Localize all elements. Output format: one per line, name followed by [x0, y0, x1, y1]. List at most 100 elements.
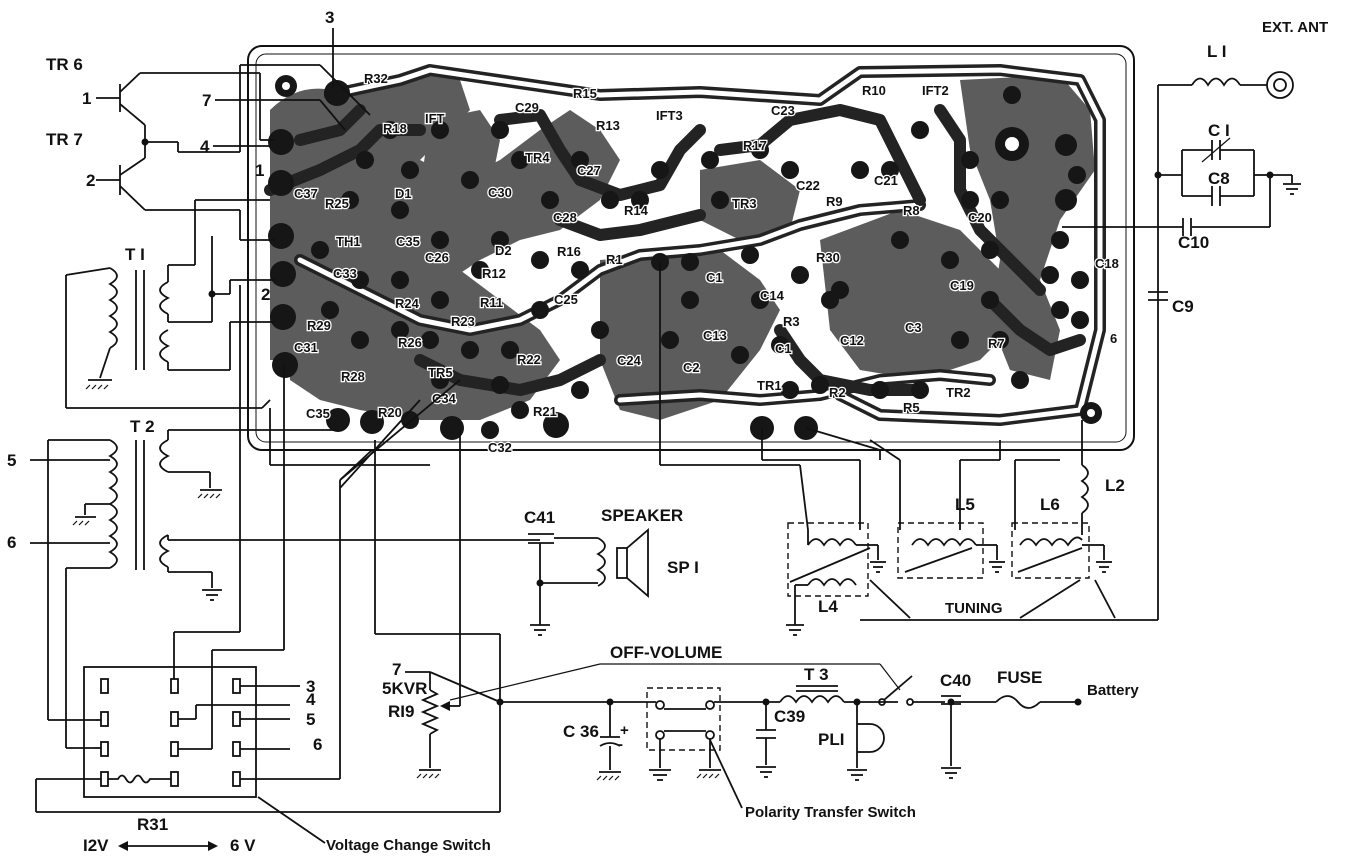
pcb-label-ift2: IFT2: [922, 83, 949, 98]
pcb-label-c37: C37: [294, 186, 318, 201]
pcb-label-tr1: TR1: [757, 378, 782, 393]
l4-label: L4: [818, 597, 838, 616]
tr7-label: TR 7: [46, 130, 83, 149]
pcb-label-r14: R14: [624, 203, 649, 218]
pcb-label-c35b: C35: [306, 406, 330, 421]
pcb-label-r26: R26: [398, 335, 422, 350]
r31-label: R31: [137, 815, 168, 834]
l2-label: L2: [1105, 476, 1125, 495]
pcb-label-r21: R21: [533, 404, 557, 419]
pcb-label-tr4: TR4: [525, 150, 550, 165]
pcb-label-r6: 6: [1110, 331, 1117, 346]
pcb-label-r9: R9: [826, 194, 843, 209]
pcb-label-c18: C18: [1095, 256, 1119, 271]
pcb-label-c28: C28: [553, 210, 577, 225]
sp1-label: SP I: [667, 558, 699, 577]
polarity-switch-label: Polarity Transfer Switch: [745, 804, 916, 821]
pcb-label-r18: R18: [383, 121, 407, 136]
pcb-label-r28: R28: [341, 369, 365, 384]
pcb-label-c21: C21: [874, 173, 898, 188]
pcb-board: R32 R15 R18 IFT C29 IFT3 C23 R10 IFT2 R1…: [247, 45, 1135, 457]
6v-label: 6 V: [230, 836, 256, 855]
pcb-label-r13: R13: [596, 118, 620, 133]
switch-terminal-4: 4: [306, 690, 316, 709]
pcb-label-r22: R22: [517, 352, 541, 367]
voltage-switch-label: Voltage Change Switch: [326, 837, 491, 854]
terminal-4: 4: [200, 137, 210, 156]
c36-label: C 36: [563, 722, 599, 741]
pcb-label-c35: C35: [396, 234, 420, 249]
pcb-label-c32: C32: [488, 440, 512, 455]
pcb-label-tr2: TR2: [946, 385, 971, 400]
t1-label: T I: [125, 245, 145, 264]
pcb-label-c11: C1: [706, 270, 723, 285]
pcb-label-c27: C27: [577, 163, 601, 178]
pcb-label-r24: R24: [395, 296, 420, 311]
pcb-label-c31: C31: [294, 340, 318, 355]
pcb-label-ift: IFT: [425, 111, 445, 126]
pcb-label-c3: C3: [905, 320, 922, 335]
r19-value-label: 5KVR: [382, 679, 427, 698]
pcb-label-r23: R23: [451, 314, 475, 329]
ext-ant-label: EXT. ANT: [1262, 19, 1328, 36]
pcb-label-c23: C23: [771, 103, 795, 118]
tuning-label: TUNING: [945, 600, 1003, 617]
switch-terminal-6: 6: [313, 735, 322, 754]
l6-label: L6: [1040, 495, 1060, 514]
pcb-label-c12: C12: [840, 333, 864, 348]
terminal-3-top: 3: [325, 8, 334, 27]
pcb-label-tr5: TR5: [428, 365, 453, 380]
pcb-label-c20: C20: [968, 210, 992, 225]
pcb-label-c13: C13: [703, 328, 727, 343]
c39-label: C39: [774, 707, 805, 726]
r19-label: RI9: [388, 702, 414, 721]
pcb-label-c24: C24: [617, 353, 642, 368]
terminal-2: 2: [261, 285, 270, 304]
terminal-5: 5: [7, 451, 16, 470]
voltage-change-switch: 3 4 5 6 Voltage Change Switch R31 I2V 6 …: [35, 285, 501, 855]
pcb-label-c14: C14: [760, 288, 785, 303]
pcb-label-tr3: TR3: [732, 196, 757, 211]
switch-terminal-3: 3: [306, 677, 315, 696]
pcb-label-c26: C26: [425, 250, 449, 265]
pcb-label-c2: C2: [683, 360, 700, 375]
pcb-component-labels: R32 R15 R18 IFT C29 IFT3 C23 R10 IFT2 R1…: [293, 70, 1120, 457]
pcb-label-d1: D1: [395, 186, 412, 201]
pcb-pads: [268, 75, 1102, 440]
pcb-label-r2: R2: [829, 385, 846, 400]
c40-label: C40: [940, 671, 971, 690]
speaker-section: C41 SPEAKER SP I: [524, 506, 699, 636]
tr6-label: TR 6: [46, 55, 83, 74]
pcb-label-r5: R5: [903, 400, 920, 415]
pcb-label-r25: R25: [325, 196, 349, 211]
battery-label: Battery: [1087, 682, 1139, 699]
tr7-pin-2: 2: [86, 171, 95, 190]
pcb-label-r32: R32: [364, 71, 388, 86]
tr6-pin-1: 1: [82, 89, 91, 108]
l5-label: L5: [955, 495, 975, 514]
terminal-7: 7: [202, 91, 211, 110]
pcb-label-th1: TH1: [336, 234, 361, 249]
pcb-label-r8: R8: [903, 203, 920, 218]
svg-text:-: -: [618, 736, 623, 753]
pcb-label-c22: C22: [796, 178, 820, 193]
switch-terminal-5: 5: [306, 710, 315, 729]
pcb-label-c16: C1: [775, 341, 792, 356]
pcb-label-c19: C19: [950, 278, 974, 293]
terminal-6: 6: [7, 533, 16, 552]
pcb-label-r7: R7: [988, 336, 1005, 351]
pcb-label-ift3: IFT3: [656, 108, 683, 123]
12v-label: I2V: [83, 836, 109, 855]
pcb-label-c29: C29: [515, 100, 539, 115]
pl1-label: PLI: [818, 730, 844, 749]
c41-label: C41: [524, 508, 555, 527]
volume-control-r19: 7 5KVR RI9: [339, 399, 501, 779]
pcb-label-r17: R17: [743, 138, 767, 153]
pcb-label-r16: R16: [557, 244, 581, 259]
power-chain: + - C 36 Polarity Transfer Switch C39 T …: [449, 643, 1139, 821]
pcb-label-r12: R12: [482, 266, 506, 281]
switch-pins: [100, 678, 241, 787]
pcb-label-c30: C30: [488, 185, 512, 200]
transformer-t1: T I: [65, 199, 275, 409]
